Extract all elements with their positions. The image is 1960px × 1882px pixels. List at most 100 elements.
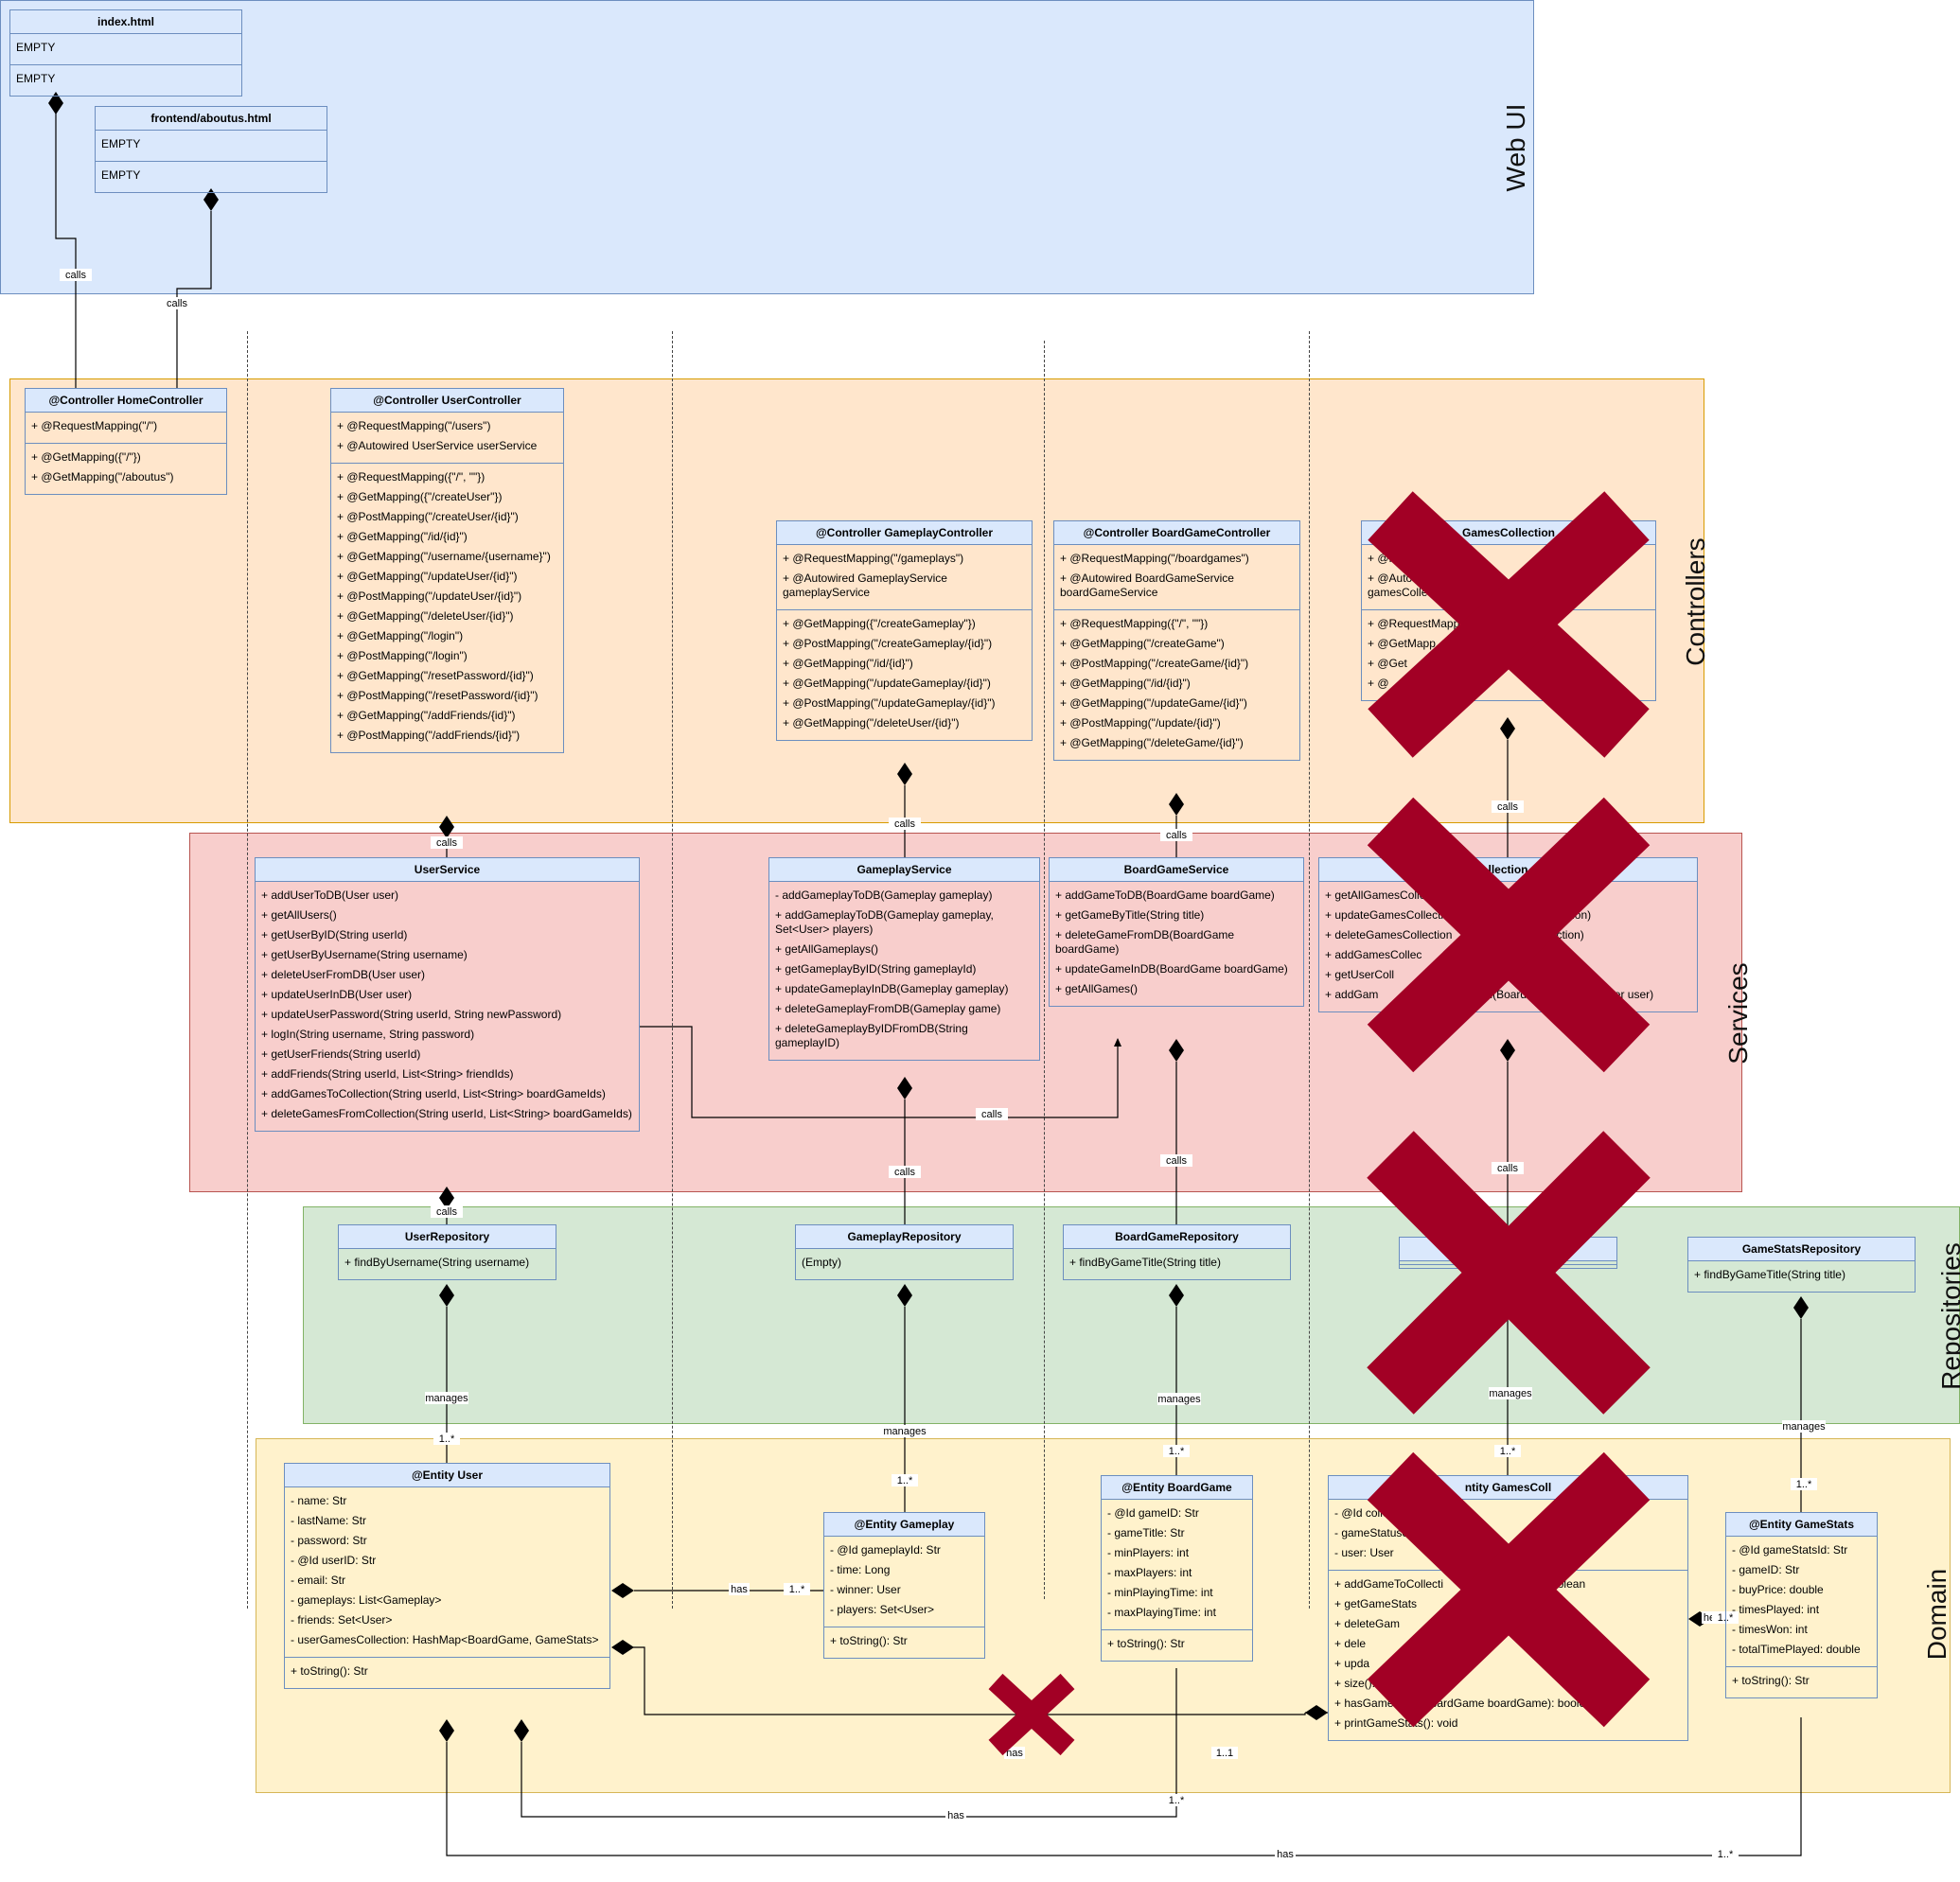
class-attributes: + findByGameTitle(String title) bbox=[1064, 1249, 1290, 1279]
edge-label: calls bbox=[894, 1167, 916, 1178]
class-member: + @RequestMapping("/") bbox=[31, 419, 158, 432]
class-methods: EMPTY bbox=[10, 65, 241, 96]
calls-edge bbox=[55, 109, 77, 389]
class-member: - time: Long bbox=[830, 1563, 891, 1576]
class-title: BoardGameService bbox=[1050, 858, 1303, 882]
edge-label-bg bbox=[425, 1392, 468, 1404]
edge-label-bg bbox=[784, 1583, 810, 1595]
class-attributes: + @RequestMapping("/boardgames")+ @Autow… bbox=[1054, 545, 1299, 610]
class-member: + @PostMapping("/createGame/{id}") bbox=[1060, 657, 1249, 670]
edge-label: 1..* bbox=[789, 1584, 805, 1595]
class-member: - timesPlayed: int bbox=[1732, 1603, 1820, 1616]
class-member: + @RequestMapp bbox=[1368, 617, 1460, 630]
edge-label-bg bbox=[1211, 1747, 1238, 1759]
user-repository-box[interactable]: UserRepository+ findByUsername(String us… bbox=[338, 1224, 556, 1280]
edge-label-bg bbox=[1494, 1445, 1521, 1457]
class-member: + @PostMapping("/createGameplay/{id}") bbox=[783, 637, 993, 650]
class-member: + logIn(String username, String password… bbox=[261, 1028, 475, 1041]
class-attributes: + findByUsername(String username) bbox=[339, 1249, 556, 1279]
class-title: llection bbox=[1319, 858, 1697, 882]
class-attributes: + @RequestMapping("/") bbox=[26, 413, 226, 444]
class-member: - name: Str bbox=[291, 1494, 347, 1507]
class-methods: + @GetMapping({"/"})+ @GetMapping("/abou… bbox=[26, 444, 226, 494]
class-member: + getAllUsers() bbox=[261, 908, 337, 922]
class-title: @Entity BoardGame bbox=[1102, 1476, 1252, 1500]
entity-boardgame-box[interactable]: @Entity BoardGame- @Id gameID: Str- game… bbox=[1101, 1475, 1253, 1662]
gamestats-repository-box[interactable]: GameStatsRepository+ findByGameTitle(Str… bbox=[1687, 1237, 1916, 1293]
class-title: @Entity Gameplay bbox=[824, 1513, 984, 1537]
composition-diamond bbox=[48, 92, 63, 114]
boardgame-controller-box[interactable]: @Controller BoardGameController+ @Reques… bbox=[1053, 520, 1300, 761]
has-edge bbox=[521, 1668, 1177, 1818]
service-cross bbox=[1367, 797, 1651, 1073]
gameplay-repository-box[interactable]: GameplayRepository(Empty) bbox=[795, 1224, 1014, 1280]
class-member: + deleteGameFromDB(BoardGame boardGame) bbox=[1055, 928, 1238, 956]
calls-edge bbox=[176, 211, 212, 389]
gameplay-controller-box[interactable]: @Controller GameplayController+ @Request… bbox=[776, 520, 1033, 741]
boardgame-service-box[interactable]: BoardGameService+ addGameToDB(BoardGame … bbox=[1049, 857, 1304, 1007]
class-member: + getAllGames() bbox=[1055, 982, 1139, 995]
edge-label: 1..* bbox=[897, 1475, 913, 1486]
class-member: + deleteGameplayByIDFromDB(String gamepl… bbox=[775, 1022, 972, 1049]
edge-label: calls bbox=[436, 837, 458, 849]
composition-diamond bbox=[1305, 1705, 1328, 1720]
edge-label: 1..* bbox=[1169, 1795, 1185, 1806]
class-attributes: - @Id gameplayId: Str- time: Long- winne… bbox=[824, 1537, 984, 1627]
edge-label-bg bbox=[1163, 1445, 1190, 1457]
class-member: + @PostMapping("/updateUser/{id}") bbox=[337, 589, 522, 603]
class-member: + getGameplayByID(String gameplayId) bbox=[775, 962, 977, 976]
class-member: - friends: Set<User> bbox=[291, 1613, 393, 1627]
class-member: + @PostMapping("/resetPassword/{id}") bbox=[337, 689, 539, 702]
entity-user-box[interactable]: @Entity User- name: Str- lastName: Str- … bbox=[284, 1463, 610, 1689]
edge-label-bg bbox=[1160, 1154, 1192, 1167]
class-member: + @Autowired GameplayService gameplaySer… bbox=[783, 572, 947, 599]
class-attributes: EMPTY bbox=[96, 131, 327, 162]
class-member: + @RequestMapping("/users") bbox=[337, 419, 491, 432]
class-member: + updateGameplayInDB(Gameplay gameplay) bbox=[775, 982, 1009, 995]
class-member: + getUserByUsername(String username) bbox=[261, 948, 468, 961]
class-member: + @GetMapping({"/"}) bbox=[31, 450, 141, 464]
boardgame-repository-box[interactable]: BoardGameRepository+ findByGameTitle(Str… bbox=[1063, 1224, 1291, 1280]
repository-cross bbox=[1367, 1131, 1651, 1415]
composition-diamond bbox=[439, 1719, 454, 1742]
gameplay-service-box[interactable]: GameplayService- addGameplayToDB(Gamepla… bbox=[768, 857, 1040, 1061]
class-attributes: + addGameToDB(BoardGame boardGame)+ getG… bbox=[1050, 882, 1303, 1006]
edge-label: has bbox=[1277, 1849, 1294, 1860]
class-member: + @GetMapping("/updateGameplay/{id}") bbox=[783, 677, 991, 690]
class-member: + @GetMapping("/id/{id}") bbox=[337, 530, 468, 543]
edge-label-bg bbox=[1791, 1478, 1817, 1490]
class-member: - @Id gameID: Str bbox=[1107, 1506, 1199, 1520]
class-title: UserRepository bbox=[339, 1225, 556, 1249]
composition-diamond bbox=[1500, 1039, 1515, 1062]
edge-label: calls bbox=[167, 298, 188, 309]
class-member: - maxPlayers: int bbox=[1107, 1566, 1192, 1579]
user-service-box[interactable]: UserService+ addUserToDB(User user)+ get… bbox=[255, 857, 640, 1132]
user-controller-box[interactable]: @Controller UserController+ @RequestMapp… bbox=[330, 388, 564, 753]
class-member: (Empty) bbox=[802, 1256, 841, 1269]
composition-diamond bbox=[1169, 1284, 1184, 1307]
class-attributes: - @Id gameID: Str- gameTitle: Str- minPl… bbox=[1102, 1500, 1252, 1630]
entity-gameplay-box[interactable]: @Entity Gameplay- @Id gameplayId: Str- t… bbox=[823, 1512, 985, 1659]
class-member: + @PostMapping("/updateGameplay/{id}") bbox=[783, 696, 996, 710]
class-member: + @RequestMapping("/gameplays") bbox=[783, 552, 964, 565]
class-title: UserService bbox=[256, 858, 639, 882]
class-title: index.html bbox=[10, 10, 241, 34]
class-attributes: - addGameplayToDB(Gameplay gameplay)+ ad… bbox=[769, 882, 1039, 1060]
class-member: + @RequestMapping({"/", ""}) bbox=[1060, 617, 1209, 630]
class-member: + findByGameTitle(String title) bbox=[1694, 1268, 1845, 1281]
home-controller-box[interactable]: @Controller HomeController + @RequestMapp… bbox=[25, 388, 227, 495]
entity-gamestats-box[interactable]: @Entity GameStats- @Id gameStatsId: Str-… bbox=[1725, 1512, 1878, 1698]
class-title: @Controller HomeController bbox=[26, 389, 226, 413]
edge-label: has bbox=[731, 1584, 748, 1595]
class-member: + @GetMapping("/resetPassword/{id}") bbox=[337, 669, 534, 682]
class-member: + addFriends(String userId, List<String>… bbox=[261, 1067, 514, 1081]
edge-label: calls bbox=[894, 818, 916, 830]
class-methods: + toString(): Str bbox=[1726, 1667, 1877, 1697]
class-member: + @GetMapping("/deleteGame/{id}") bbox=[1060, 736, 1244, 749]
edge-label: manages bbox=[1782, 1421, 1826, 1433]
class-member: + @GetMapping("/createGame") bbox=[1060, 637, 1225, 650]
edge-label-bg bbox=[945, 1809, 966, 1821]
class-member: + addGameplayToDB(Gameplay gameplay, Set… bbox=[775, 908, 994, 936]
